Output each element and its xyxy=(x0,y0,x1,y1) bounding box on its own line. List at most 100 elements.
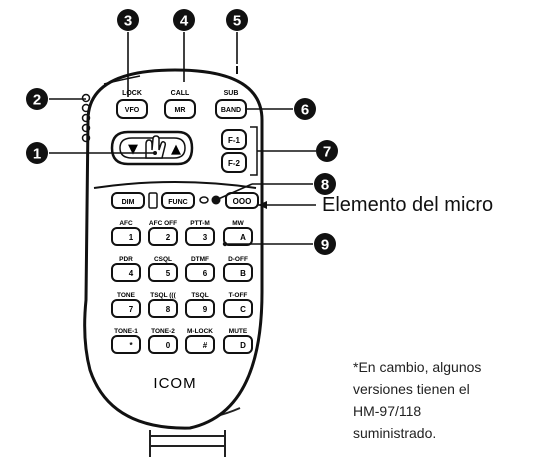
upper-control-row: DIM FUNC OOO xyxy=(111,192,259,209)
callout-8: 8 xyxy=(314,173,336,195)
keypad-key-D[interactable] xyxy=(223,335,253,354)
f1-button[interactable] xyxy=(221,129,247,150)
keypad-key-1[interactable] xyxy=(111,227,141,246)
up-arrow-icon[interactable]: ▲ xyxy=(171,142,181,157)
keypad-key-3[interactable] xyxy=(185,227,215,246)
keypad-key-label: # xyxy=(203,341,208,350)
keypad-key-label: 7 xyxy=(129,305,134,314)
leader-8 xyxy=(215,183,253,201)
call-caption: CALL xyxy=(171,90,190,97)
callout-2: 2 xyxy=(26,88,48,110)
func-button-label: FUNC xyxy=(168,199,187,206)
leader-9-dot xyxy=(222,241,228,247)
leader-lines xyxy=(49,32,316,245)
keypad-key-label: * xyxy=(129,341,133,350)
keypad-caption: PTT-M xyxy=(190,220,210,227)
keypad-key-5[interactable] xyxy=(148,263,178,282)
lock-caption: LOCK xyxy=(122,90,142,97)
keypad-key-label: 3 xyxy=(203,233,208,242)
function-keys: F-1 F-2 xyxy=(221,129,247,173)
svg-text:8: 8 xyxy=(321,177,329,194)
mr-button[interactable] xyxy=(164,99,196,119)
keypad-key-A[interactable] xyxy=(223,227,253,246)
f2-button-label: F-2 xyxy=(228,159,241,168)
keypad-key-label: D xyxy=(240,341,246,350)
f2-button[interactable] xyxy=(221,152,247,173)
microphone-element xyxy=(225,192,259,209)
ptt-side-ridges xyxy=(81,93,91,143)
keypad-key-C[interactable] xyxy=(223,299,253,318)
down-arrow-icon[interactable]: ▼ xyxy=(128,142,138,157)
keypad-key-label: 5 xyxy=(166,269,171,278)
dim-button-label: DIM xyxy=(122,199,135,206)
mic-arrow-icon xyxy=(258,201,267,209)
keypad-key-*[interactable] xyxy=(111,335,141,354)
keypad-caption: TONE-1 xyxy=(114,328,138,335)
callout-5: 5 xyxy=(226,9,248,31)
leader-1-dot xyxy=(153,151,157,155)
band-button-label: BAND xyxy=(221,107,241,114)
small-led xyxy=(199,196,209,204)
keypad-key-label: 2 xyxy=(166,233,171,242)
note-line-4: suministrado. xyxy=(353,425,437,441)
up-down-switch[interactable]: ▼ ▲ xyxy=(110,130,194,166)
keypad-caption: AFC xyxy=(119,220,133,227)
callout-6: 6 xyxy=(294,98,316,120)
keypad-key-label: C xyxy=(240,305,246,314)
keypad-caption: M-LOCK xyxy=(187,328,213,335)
keypad-caption: D-OFF xyxy=(228,256,248,263)
model-note: *En cambio, algunos versiones tienen el … xyxy=(353,356,533,444)
keypad-key-label: 0 xyxy=(166,341,171,350)
keypad-key-label: 9 xyxy=(203,305,208,314)
indicator-slot xyxy=(148,192,158,209)
keypad-caption: TONE-2 xyxy=(151,328,175,335)
keypad-caption: PDR xyxy=(119,256,133,263)
keypad-caption: DTMF xyxy=(191,256,209,263)
keypad-key-2[interactable] xyxy=(148,227,178,246)
keypad-caption: TSQL xyxy=(191,292,208,299)
keypad-key-#[interactable] xyxy=(185,335,215,354)
f1-button-label: F-1 xyxy=(228,136,241,145)
keypad-key-9[interactable] xyxy=(185,299,215,318)
microphone-element-grille: OOO xyxy=(233,197,252,206)
keypad-key-B[interactable] xyxy=(223,263,253,282)
keypad-caption: MW xyxy=(232,220,244,227)
keypad-caption: T-OFF xyxy=(229,292,248,299)
sub-caption: SUB xyxy=(224,90,239,97)
icom-logo: ICOM xyxy=(153,375,196,392)
note-line-3: HM-97/118 xyxy=(353,403,422,419)
keypad-key-6[interactable] xyxy=(185,263,215,282)
keypad-caption: TONE xyxy=(117,292,136,299)
note-line-1: *En cambio, algunos xyxy=(353,359,482,375)
vfo-button[interactable] xyxy=(116,99,148,119)
callout-1: 1 xyxy=(26,142,48,164)
keypad-caption: MUTE xyxy=(229,328,248,335)
note-line-2: versiones tienen el xyxy=(353,381,470,397)
keypad-key-label: 8 xyxy=(166,305,171,314)
keypad-key-0[interactable] xyxy=(148,335,178,354)
keypad-key-label: B xyxy=(240,269,246,278)
top-row: LOCK VFO CALL MR SUB BAND xyxy=(116,90,247,119)
dim-button[interactable] xyxy=(111,192,145,209)
svg-text:7: 7 xyxy=(323,144,331,161)
keypad-caption: CSQL xyxy=(154,256,172,263)
keypad-key-4[interactable] xyxy=(111,263,141,282)
callout-9: 9 xyxy=(314,233,336,255)
callout-7: 7 xyxy=(316,140,338,162)
keypad-key-label: 1 xyxy=(129,233,134,242)
svg-text:5: 5 xyxy=(233,13,241,30)
keypad-key-label: 6 xyxy=(203,269,208,278)
svg-text:4: 4 xyxy=(180,13,189,30)
svg-text:1: 1 xyxy=(33,146,41,163)
svg-text:6: 6 xyxy=(301,102,309,119)
keypad-key-8[interactable] xyxy=(148,299,178,318)
svg-text:2: 2 xyxy=(33,92,41,109)
keypad-key-7[interactable] xyxy=(111,299,141,318)
keypad-caption: TSQL ((( xyxy=(150,292,176,299)
vfo-button-label: VFO xyxy=(125,107,140,114)
svg-text:9: 9 xyxy=(321,237,329,254)
microphone-element-label: Elemento del micro xyxy=(322,194,494,216)
func-button[interactable] xyxy=(161,192,195,209)
